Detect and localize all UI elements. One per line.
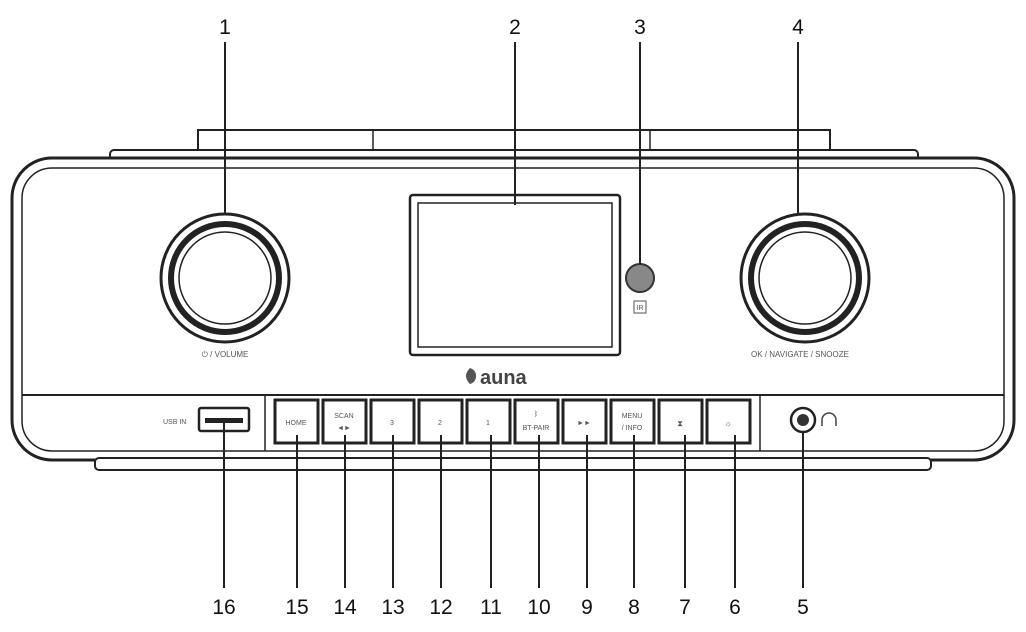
usb-in-label: USB IN: [163, 419, 186, 426]
navigate-knob[interactable]: [739, 212, 871, 344]
bt-pair-label: BT-PAIR: [523, 425, 550, 432]
callout-16: 16: [212, 596, 235, 619]
ir-mark-label: IR: [637, 305, 644, 312]
menu-label: MENU: [622, 413, 643, 420]
callout-3: 3: [634, 16, 646, 39]
callout-12: 12: [429, 596, 452, 619]
brand-logo: auna: [466, 367, 528, 389]
light-icon: ☼: [724, 419, 731, 428]
volume-knob[interactable]: [159, 212, 291, 344]
callout-1: 1: [219, 16, 231, 39]
info-label: / INFO: [622, 425, 643, 432]
callout-13: 13: [381, 596, 404, 619]
scan-button-icon: ◄►: [337, 425, 351, 432]
callout-9: 9: [581, 596, 593, 619]
preset-2-label: 2: [438, 420, 442, 427]
preset-1-label: 1: [486, 420, 490, 427]
callout-15: 15: [285, 596, 308, 619]
scan-button-label: SCAN: [334, 413, 353, 420]
callout-10: 10: [527, 596, 550, 619]
light-button[interactable]: ☼: [705, 398, 752, 445]
callout-leaders: [223, 42, 804, 588]
brand-text: auna: [480, 367, 528, 389]
preset-3-label: 3: [390, 420, 394, 427]
base-strip: [94, 457, 932, 471]
ir-mark-box: [633, 300, 647, 314]
next-icon: ►►: [577, 420, 591, 427]
usb-port-slot: [205, 418, 243, 423]
preset-1-button[interactable]: 1: [465, 398, 512, 445]
menu-info-button[interactable]: MENU / INFO: [609, 398, 656, 445]
headphone-icon: [821, 412, 837, 426]
ir-sensor: [625, 263, 655, 293]
navigate-label: OK / NAVIGATE / SNOOZE: [751, 350, 849, 359]
callout-4: 4: [792, 16, 804, 39]
timer-button[interactable]: ⧗: [657, 398, 704, 445]
home-button-label: HOME: [286, 420, 307, 427]
callout-7: 7: [679, 596, 691, 619]
volume-label: ⏻ / VOLUME: [202, 350, 249, 359]
callout-11: 11: [480, 596, 502, 619]
display-screen: [408, 193, 622, 357]
radio-body-inner: [21, 167, 1005, 452]
hourglass-icon: ⧗: [677, 419, 683, 428]
bluetooth-icon: ᛒ: [534, 410, 538, 418]
next-button[interactable]: ►►: [561, 398, 608, 445]
callout-6: 6: [729, 596, 741, 619]
bt-pair-button[interactable]: ᛒ BT-PAIR: [513, 398, 560, 445]
callout-14: 14: [333, 596, 357, 619]
callout-8: 8: [628, 596, 640, 619]
headphone-jack[interactable]: [789, 406, 817, 434]
callout-2: 2: [509, 16, 521, 39]
callout-5: 5: [797, 596, 809, 619]
